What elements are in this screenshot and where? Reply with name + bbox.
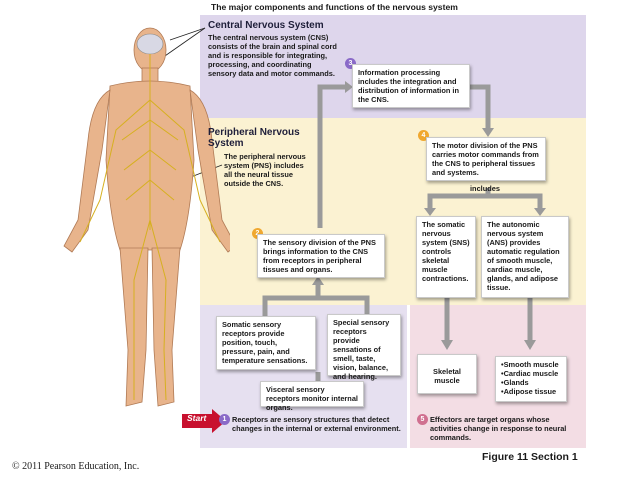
arrow-head-up: [312, 276, 324, 285]
figure-label: Figure 11 Section 1: [482, 451, 578, 463]
somatic-sensory-receptors: Somatic sensory receptors provide positi…: [216, 316, 316, 370]
step-1-receptors: Receptors are sensory structures that de…: [232, 415, 401, 433]
step-1-badge: 1: [219, 414, 230, 425]
cns-description: The central nervous system (CNS) consist…: [208, 33, 337, 78]
includes-label: includes: [470, 184, 500, 193]
autonomic-nervous-system: The autonomic nervous system (ANS) provi…: [481, 216, 569, 298]
arrow-head-somatic: [424, 208, 436, 216]
step-3-info-processing: Information processing includes the inte…: [352, 64, 470, 108]
human-body-figure: [63, 27, 230, 407]
arrow-head-smooth: [524, 340, 536, 350]
pns-heading: Peripheral Nervous System: [208, 127, 300, 149]
start-label: Start: [187, 413, 207, 423]
step-4-motor-division: The motor division of the PNS carries mo…: [426, 137, 546, 181]
effector-item: Adipose tissue: [501, 387, 561, 396]
step-5-badge: 5: [417, 414, 428, 425]
pns-description: The peripheral nervous system (PNS) incl…: [224, 152, 306, 188]
figure-title: The major components and functions of th…: [211, 2, 458, 12]
effector-item: Glands: [501, 378, 561, 387]
step-2-badge: 2: [252, 228, 263, 239]
arrow-head-cns: [345, 81, 353, 93]
arrow-head-autonomic: [534, 208, 546, 216]
start-arrow-icon: [182, 409, 226, 433]
cns-heading: Central Nervous System: [208, 20, 324, 31]
special-sensory-receptors: Special sensory receptors provide sensat…: [327, 314, 401, 381]
arrow-head-motor: [482, 128, 494, 137]
step-3-badge: 3: [345, 58, 356, 69]
somatic-nervous-system: The somatic nervous system (SNS) control…: [416, 216, 476, 298]
effector-item: Smooth muscle: [501, 360, 561, 369]
step-2-sensory-division: The sensory division of the PNS brings i…: [257, 234, 385, 278]
autonomic-effectors-list: Smooth muscle Cardiac muscle Glands Adip…: [495, 356, 567, 402]
skeletal-muscle-effector: Skeletal muscle: [417, 354, 477, 394]
arrow-head-skeletal: [441, 340, 453, 350]
step-4-badge: 4: [418, 130, 429, 141]
copyright: © 2011 Pearson Education, Inc.: [12, 461, 140, 472]
step-5-effectors: Effectors are target organs whose activi…: [430, 415, 567, 442]
effector-item: Cardiac muscle: [501, 369, 561, 378]
brain-icon: [136, 33, 164, 55]
visceral-sensory-receptors: Visceral sensory receptors monitor inter…: [260, 381, 364, 412]
